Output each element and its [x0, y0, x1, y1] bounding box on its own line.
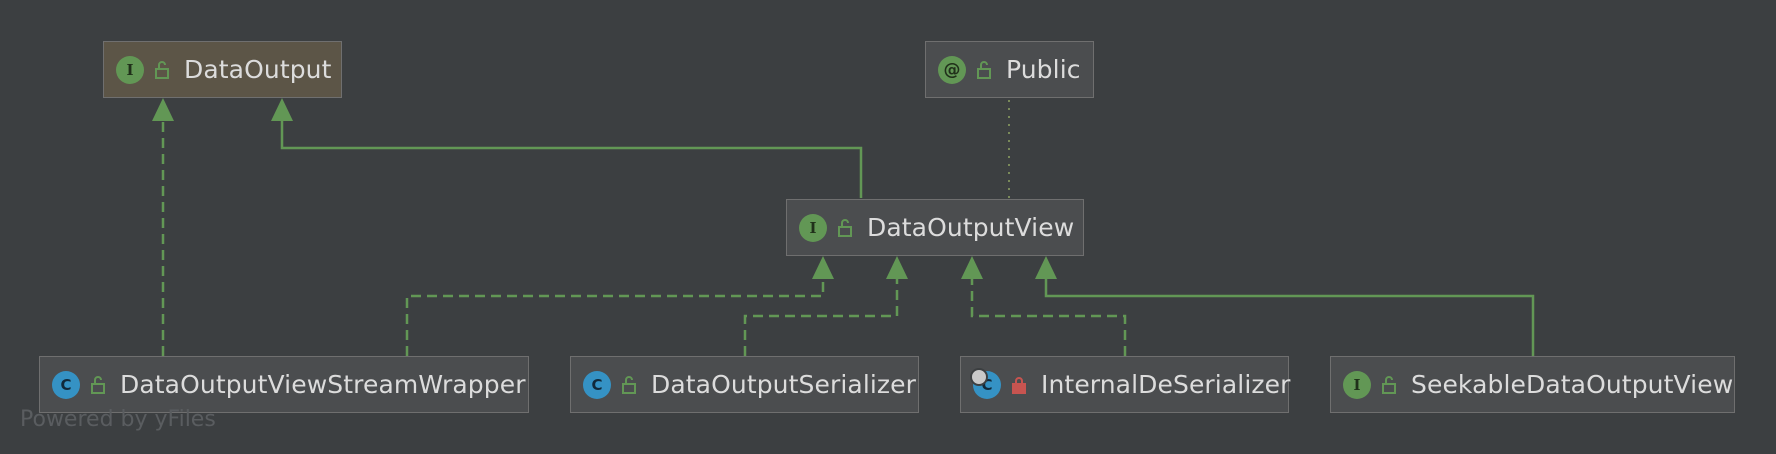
node-data-output-view[interactable]: I DataOutputView [786, 199, 1084, 256]
edge-serializer-to-data-output-view [743, 278, 899, 356]
edge-arrowhead [152, 98, 174, 121]
locked-icon [1012, 376, 1026, 394]
unlocked-icon [977, 60, 991, 79]
interface-icon: I [1343, 370, 1371, 399]
class-icon: C [52, 370, 80, 399]
edge-arrowhead [812, 256, 834, 279]
node-label: DataOutput [184, 55, 332, 84]
abstract-class-icon: C [970, 367, 1001, 399]
interface-icon: I [116, 55, 144, 84]
interface-icon: I [799, 213, 827, 242]
node-data-output[interactable]: I DataOutput [103, 41, 342, 98]
unlocked-icon [155, 60, 169, 79]
node-label: Public [1006, 55, 1081, 84]
edge-stream-wrapper-to-data-output-view [405, 278, 825, 356]
edge-seekable-to-data-output-view [1044, 278, 1535, 356]
node-label: DataOutputView [867, 213, 1075, 242]
node-internal-deserializer[interactable]: C InternalDeSerializer [960, 356, 1291, 413]
annotation-icon: @ [938, 55, 966, 84]
edge-arrowhead [886, 256, 908, 279]
unlocked-icon [1382, 375, 1396, 394]
unlocked-icon [622, 375, 636, 394]
node-label: SeekableDataOutputView [1411, 370, 1734, 399]
edge-data-output-view-to-data-output [280, 118, 863, 198]
node-data-output-view-stream-wrapper[interactable]: C DataOutputViewStreamWrapper [39, 356, 529, 413]
node-label: DataOutputSerializer [651, 370, 917, 399]
node-label: DataOutputViewStreamWrapper [120, 370, 526, 399]
edge-arrowhead [1035, 256, 1057, 279]
class-icon: C [583, 370, 611, 399]
edge-internal-deserializer-to-data-output-view [970, 278, 1127, 356]
unlocked-icon [91, 375, 105, 394]
edge-arrowhead [271, 98, 293, 121]
watermark: Powered by yFiles [20, 407, 216, 432]
unlocked-icon [838, 218, 852, 237]
node-seekable-data-output-view[interactable]: I SeekableDataOutputView [1330, 356, 1735, 413]
node-public[interactable]: @ Public [925, 41, 1094, 98]
node-label: InternalDeSerializer [1041, 370, 1291, 399]
edge-arrowhead [961, 256, 983, 279]
node-data-output-serializer[interactable]: C DataOutputSerializer [570, 356, 919, 413]
